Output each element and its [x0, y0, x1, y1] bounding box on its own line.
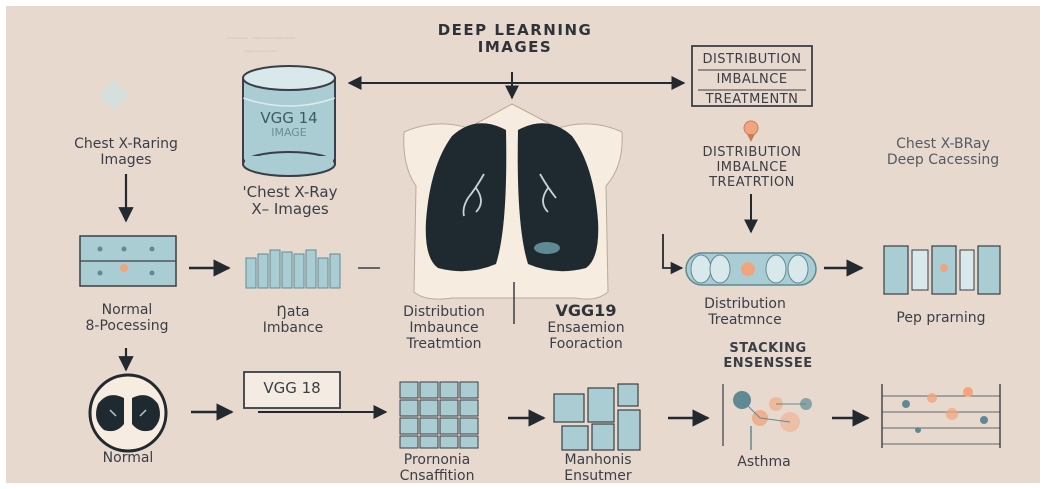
faint-diamond-icon	[98, 79, 130, 111]
arrow-lung-to-capsules	[662, 234, 684, 275]
normal-bottom-label: Normal	[102, 450, 154, 466]
faint-header-text: —— ———————	[226, 31, 296, 57]
output-chart-icon	[881, 384, 1001, 448]
data-bars-icon	[245, 249, 341, 289]
preprocessing-grid-icon	[79, 235, 177, 287]
diagram-graphics	[79, 45, 1001, 453]
pep-label: Pep prarning	[896, 310, 986, 326]
cylinder-icon	[242, 65, 336, 177]
deep-processing-panels-icon	[883, 245, 1001, 295]
capsules-icon	[685, 252, 817, 286]
bottom-lungs-circle-icon	[88, 373, 168, 453]
stacking-ensemble-icon	[722, 384, 812, 450]
treatment-box	[691, 45, 813, 107]
cube-grid-icon	[399, 381, 479, 449]
stacked-boxes-icon	[553, 383, 641, 451]
vgg18-label: VGG 18	[263, 379, 321, 397]
asthma-label: Asthma	[737, 454, 791, 470]
location-pin-icon	[743, 120, 759, 142]
chest-xray-lungs-icon	[403, 103, 623, 300]
vgg18-box	[243, 371, 341, 409]
